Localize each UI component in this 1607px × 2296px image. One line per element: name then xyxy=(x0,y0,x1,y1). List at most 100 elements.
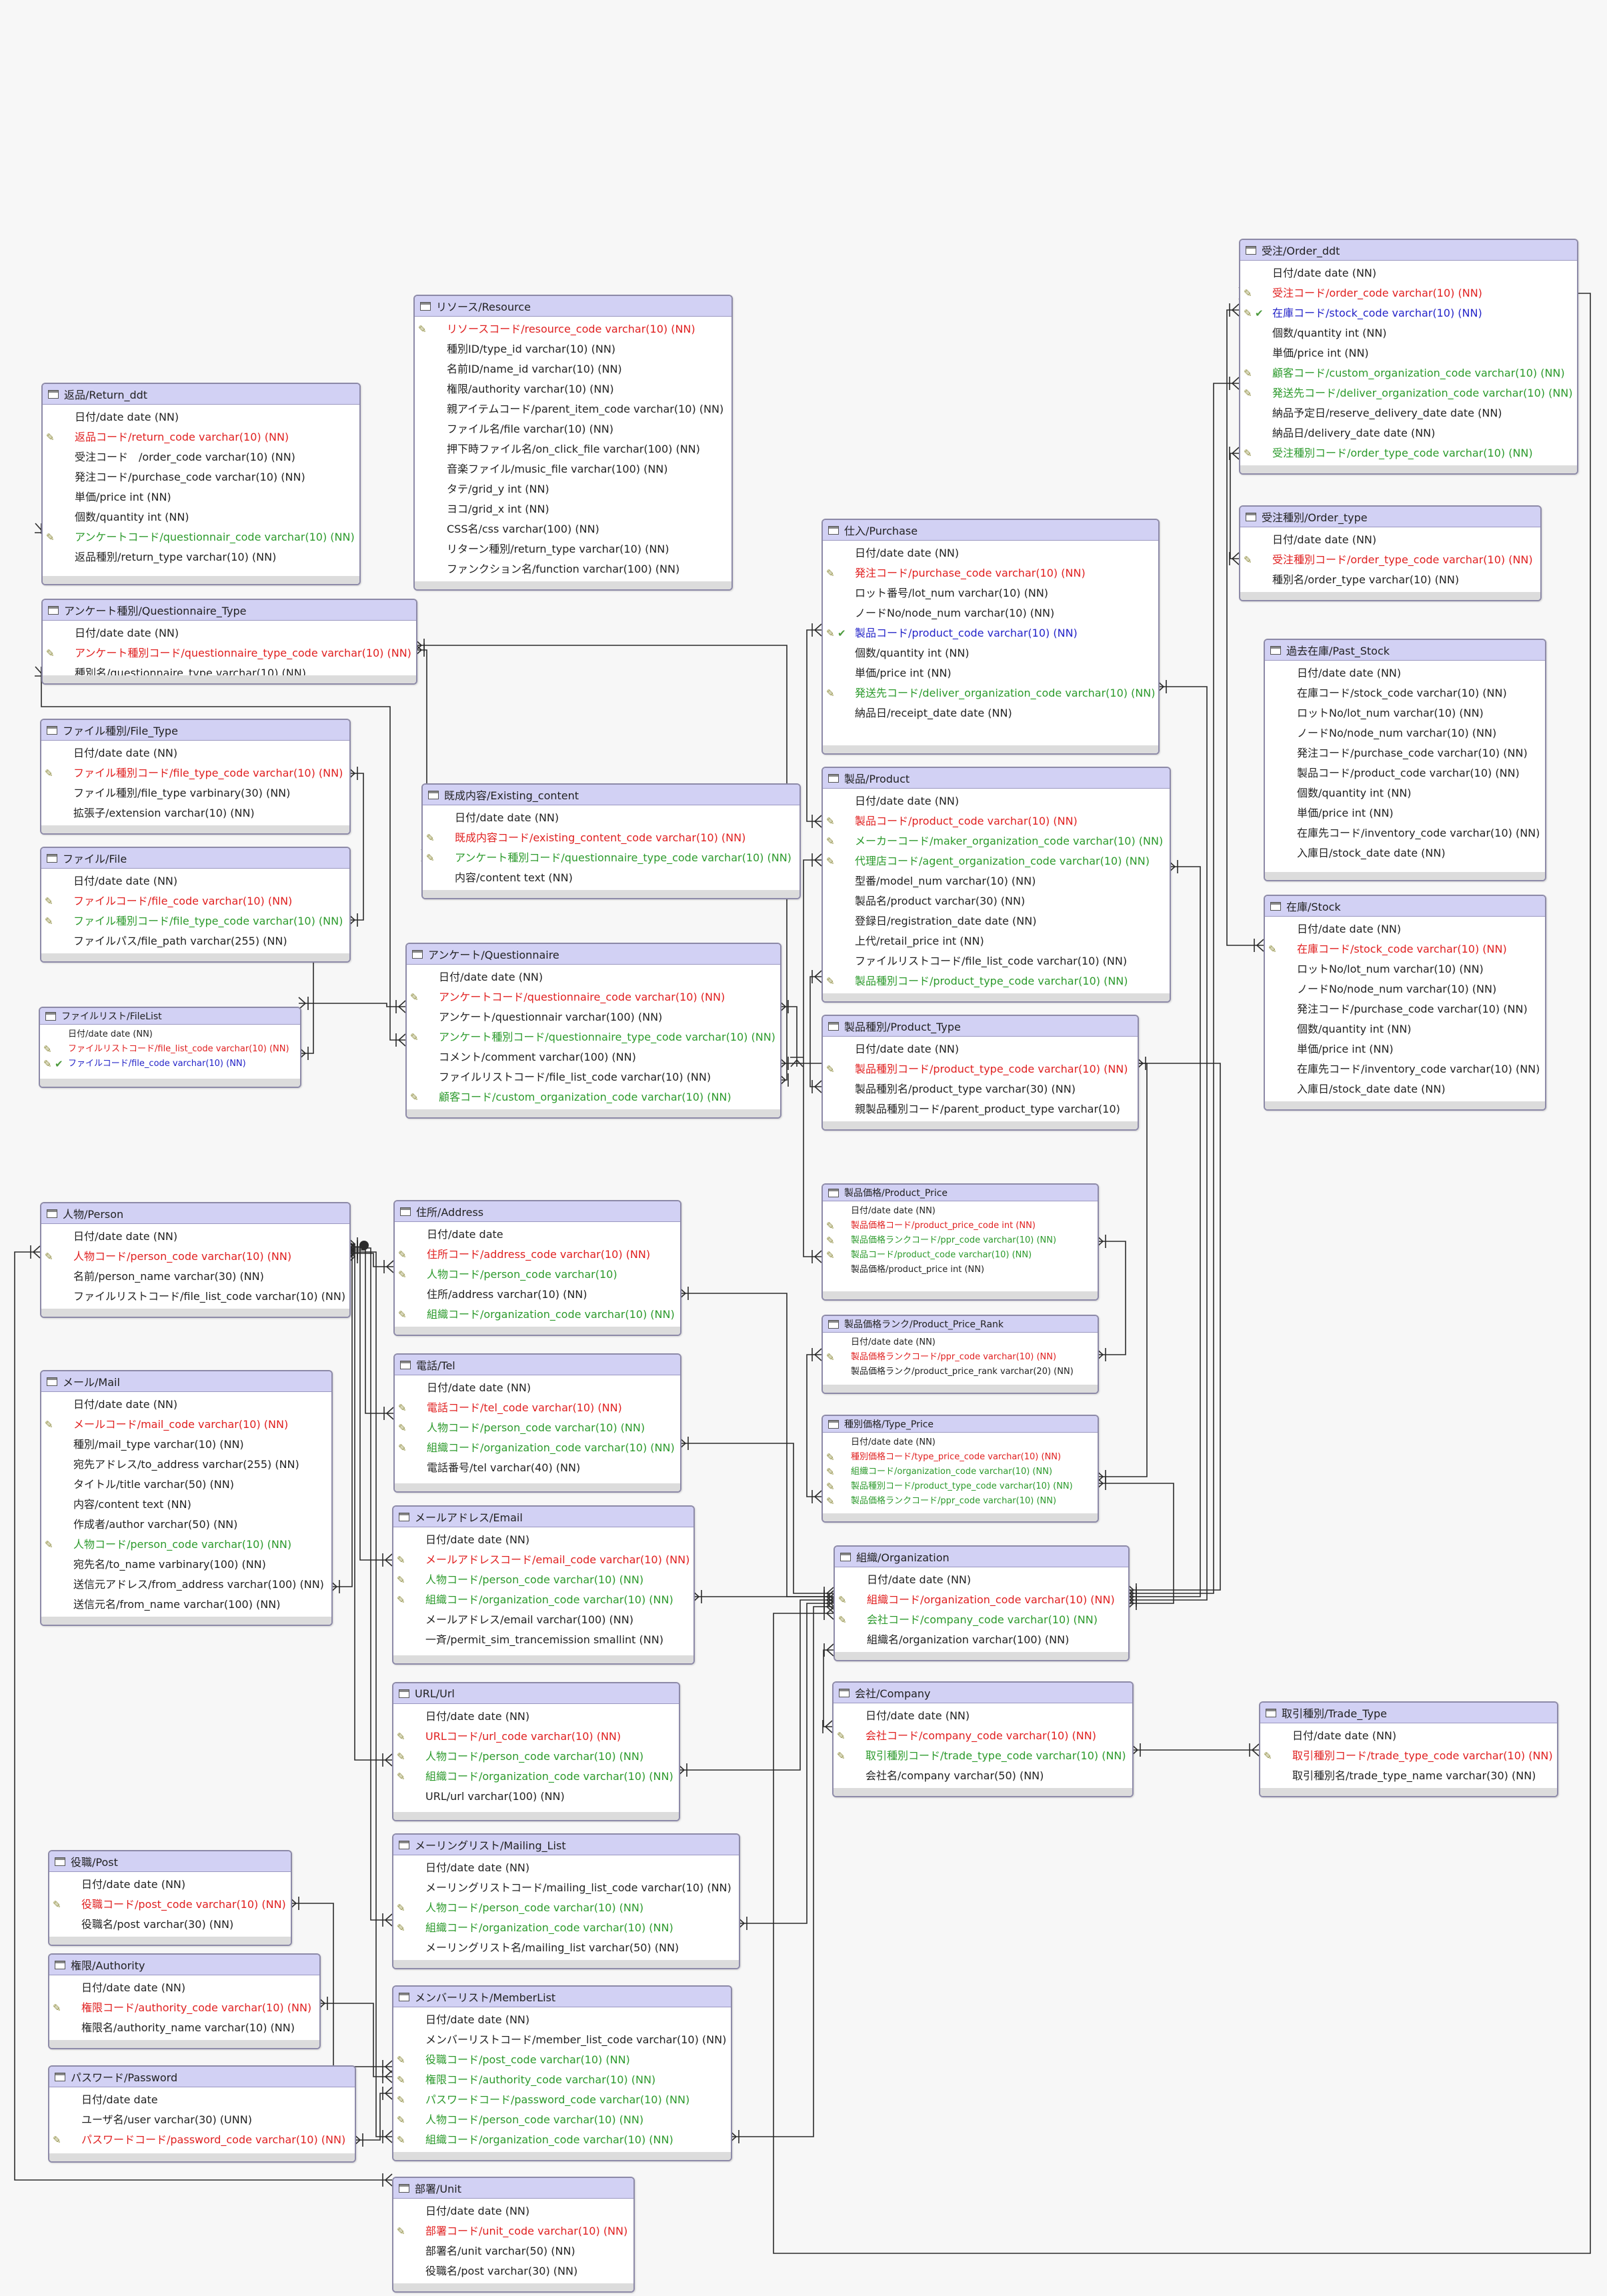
column-row[interactable]: ✎顧客コード/custom_organization_code varchar(… xyxy=(407,1087,780,1107)
column-row[interactable]: 住所/address varchar(10) (NN) xyxy=(395,1285,680,1305)
column-row[interactable]: ✎顧客コード/custom_organization_code varchar(… xyxy=(1240,363,1577,383)
column-row[interactable]: ✎製品コード/product_code varchar(10) (NN) xyxy=(823,1248,1098,1263)
column-row[interactable]: 製品種別名/product_type varchar(30) (NN) xyxy=(823,1079,1138,1099)
column-row[interactable]: 発注コード/purchase_code varchar(10) (NN) xyxy=(1265,743,1545,763)
column-row[interactable]: 単価/price int (NN) xyxy=(1265,803,1545,823)
column-row[interactable]: ✎ファイルリストコード/file_list_code varchar(10) (… xyxy=(40,1042,300,1057)
column-row[interactable]: ✎製品価格ランクコード/ppr_code varchar(10) (NN) xyxy=(823,1233,1098,1248)
column-row[interactable]: ✎アンケート種別コード/questionnaire_type_code varc… xyxy=(43,643,416,663)
column-row[interactable]: 親アイテムコード/parent_item_code varchar(10) (N… xyxy=(415,399,731,419)
column-row[interactable]: 日付/date date (NN) xyxy=(43,407,359,427)
entity-ppr[interactable]: 製品価格ランク/Product_Price_Rank 日付/date date (… xyxy=(822,1315,1099,1394)
column-row[interactable]: 押下時ファイル名/on_click_file varchar(100) (NN) xyxy=(415,439,731,459)
column-row[interactable]: ✎取引種別コード/trade_type_code varchar(10) (NN… xyxy=(1260,1746,1557,1766)
column-row[interactable]: 日付/date date (NN) xyxy=(40,1027,300,1042)
column-row[interactable]: 日付/date date (NN) xyxy=(49,1875,291,1895)
column-row[interactable]: 個数/quantity int (NN) xyxy=(1265,1019,1545,1039)
column-row[interactable]: ✎在庫コード/stock_code varchar(10) (NN) xyxy=(1265,939,1545,959)
column-row[interactable]: ✎返品コード/return_code varchar(10) (NN) xyxy=(43,427,359,447)
column-row[interactable]: ✎組織コード/organization_code varchar(10) (NN… xyxy=(395,1305,680,1325)
column-row[interactable]: ✎人物コード/person_code varchar(10) (NN) xyxy=(393,1747,679,1767)
entity-trade-type[interactable]: 取引種別/Trade_Type 日付/date date (NN)✎取引種別コード… xyxy=(1259,1701,1558,1797)
column-row[interactable]: 日付/date date (NN) xyxy=(393,1707,679,1727)
entity-header[interactable]: 取引種別/Trade_Type xyxy=(1260,1703,1557,1723)
column-row[interactable]: 日付/date date (NN) xyxy=(1260,1726,1557,1746)
column-row[interactable]: ✎権限コード/authority_code varchar(10) (NN) xyxy=(49,1998,319,2018)
column-row[interactable]: CSS名/css varchar(100) (NN) xyxy=(415,519,731,539)
column-row[interactable]: 日付/date date (NN) xyxy=(823,1335,1098,1350)
entity-header[interactable]: 受注種別/Order_type xyxy=(1240,507,1540,527)
entity-header[interactable]: 製品価格ランク/Product_Price_Rank xyxy=(823,1316,1098,1333)
column-row[interactable]: 内容/content text (NN) xyxy=(423,868,799,888)
column-row[interactable]: URL/url varchar(100) (NN) xyxy=(393,1787,679,1807)
column-row[interactable]: 製品価格/product_price int (NN) xyxy=(823,1263,1098,1277)
column-row[interactable]: ✎人物コード/person_code varchar(10) (NN) xyxy=(41,1535,331,1555)
column-row[interactable]: ユーザ名/user varchar(30) (UNN) xyxy=(49,2110,355,2130)
column-row[interactable]: ✎✔在庫コード/stock_code varchar(10) (NN) xyxy=(1240,303,1577,323)
column-row[interactable]: ✎組織コード/organization_code varchar(10) (NN… xyxy=(393,1918,739,1938)
column-row[interactable]: 親製品種別コード/parent_product_type varchar(10) xyxy=(823,1099,1138,1119)
entity-header[interactable]: ファイルリスト/FileList xyxy=(40,1008,300,1025)
column-row[interactable]: ✎受注コード/order_code varchar(10) (NN) xyxy=(1240,283,1577,303)
column-row[interactable]: 在庫先コード/inventory_code varchar(10) (NN) xyxy=(1265,823,1545,843)
column-row[interactable]: ✎受注種別コード/order_type_code varchar(10) (NN… xyxy=(1240,443,1577,463)
column-row[interactable]: 日付/date date xyxy=(49,2090,355,2110)
column-row[interactable]: ✎パスワードコード/password_code varchar(10) (NN) xyxy=(49,2130,355,2150)
column-row[interactable]: ロットNo/lot_num varchar(10) (NN) xyxy=(1265,959,1545,979)
column-row[interactable]: ✎組織コード/organization_code varchar(10) (NN… xyxy=(393,2130,731,2150)
entity-header[interactable]: 住所/Address xyxy=(395,1201,680,1222)
column-row[interactable]: 種別名/order_type varchar(10) (NN) xyxy=(1240,570,1540,590)
entity-header[interactable]: パスワード/Password xyxy=(49,2067,355,2087)
entity-header[interactable]: アンケート/Questionnaire xyxy=(407,944,780,965)
column-row[interactable]: ✎アンケート種別コード/questionnaire_type_code varc… xyxy=(423,848,799,868)
entity-filelist[interactable]: ファイルリスト/FileList 日付/date date (NN)✎ファイルリス… xyxy=(39,1007,301,1088)
entity-header[interactable]: 製品/Product xyxy=(823,768,1170,789)
column-row[interactable]: ファンクション名/function varchar(100) (NN) xyxy=(415,559,731,579)
column-row[interactable]: ✎製品種別コード/product_type_code varchar(10) (… xyxy=(823,1059,1138,1079)
column-row[interactable]: 日付/date date (NN) xyxy=(1265,663,1545,683)
column-row[interactable]: ✎人物コード/person_code varchar(10) (NN) xyxy=(41,1247,349,1267)
entity-header[interactable]: 在庫/Stock xyxy=(1265,896,1545,917)
column-row[interactable]: ✎発送先コード/deliver_organization_code varcha… xyxy=(823,683,1158,703)
column-row[interactable]: メーリングリスト名/mailing_list varchar(50) (NN) xyxy=(393,1938,739,1958)
column-row[interactable]: 日付/date date (NN) xyxy=(823,791,1170,811)
entity-header[interactable]: メンバーリスト/MemberList xyxy=(393,1987,731,2007)
column-row[interactable]: 日付/date date (NN) xyxy=(407,967,780,987)
column-row[interactable]: ファイルリストコード/file_list_code varchar(10) (N… xyxy=(41,1287,349,1307)
column-row[interactable]: 上代/retail_price int (NN) xyxy=(823,931,1170,951)
column-row[interactable]: ファイルリストコード/file_list_code varchar(10) (N… xyxy=(823,951,1170,971)
column-row[interactable]: ✎メールアドレスコード/email_code varchar(10) (NN) xyxy=(393,1550,693,1570)
column-row[interactable]: 一斉/permit_sim_trancemission smallint (NN… xyxy=(393,1630,693,1650)
entity-header[interactable]: 種別価格/Type_Price xyxy=(823,1416,1098,1433)
column-row[interactable]: ✎メールコード/mail_code varchar(10) (NN) xyxy=(41,1415,331,1435)
column-row[interactable]: 権限/authority varchar(10) (NN) xyxy=(415,379,731,399)
column-row[interactable]: 製品コード/product_code varchar(10) (NN) xyxy=(1265,763,1545,783)
entity-header[interactable]: ファイル種別/File_Type xyxy=(41,720,349,741)
entity-header[interactable]: URL/Url xyxy=(393,1683,679,1704)
column-row[interactable]: タテ/grid_y int (NN) xyxy=(415,479,731,499)
column-row[interactable]: 日付/date date (NN) xyxy=(835,1570,1128,1590)
entity-header[interactable]: 既成内容/Existing_content xyxy=(423,785,799,805)
column-row[interactable]: ✎受注種別コード/order_type_code varchar(10) (NN… xyxy=(1240,550,1540,570)
column-row[interactable]: 型番/model_num varchar(10) (NN) xyxy=(823,871,1170,891)
column-row[interactable]: ✎取引種別コード/trade_type_code varchar(10) (NN… xyxy=(834,1746,1132,1766)
column-row[interactable]: ノードNo/node_num varchar(10) (NN) xyxy=(1265,723,1545,743)
column-row[interactable]: ✎パスワードコード/password_code varchar(10) (NN) xyxy=(393,2090,731,2110)
column-row[interactable]: ✎製品コード/product_code varchar(10) (NN) xyxy=(823,811,1170,831)
